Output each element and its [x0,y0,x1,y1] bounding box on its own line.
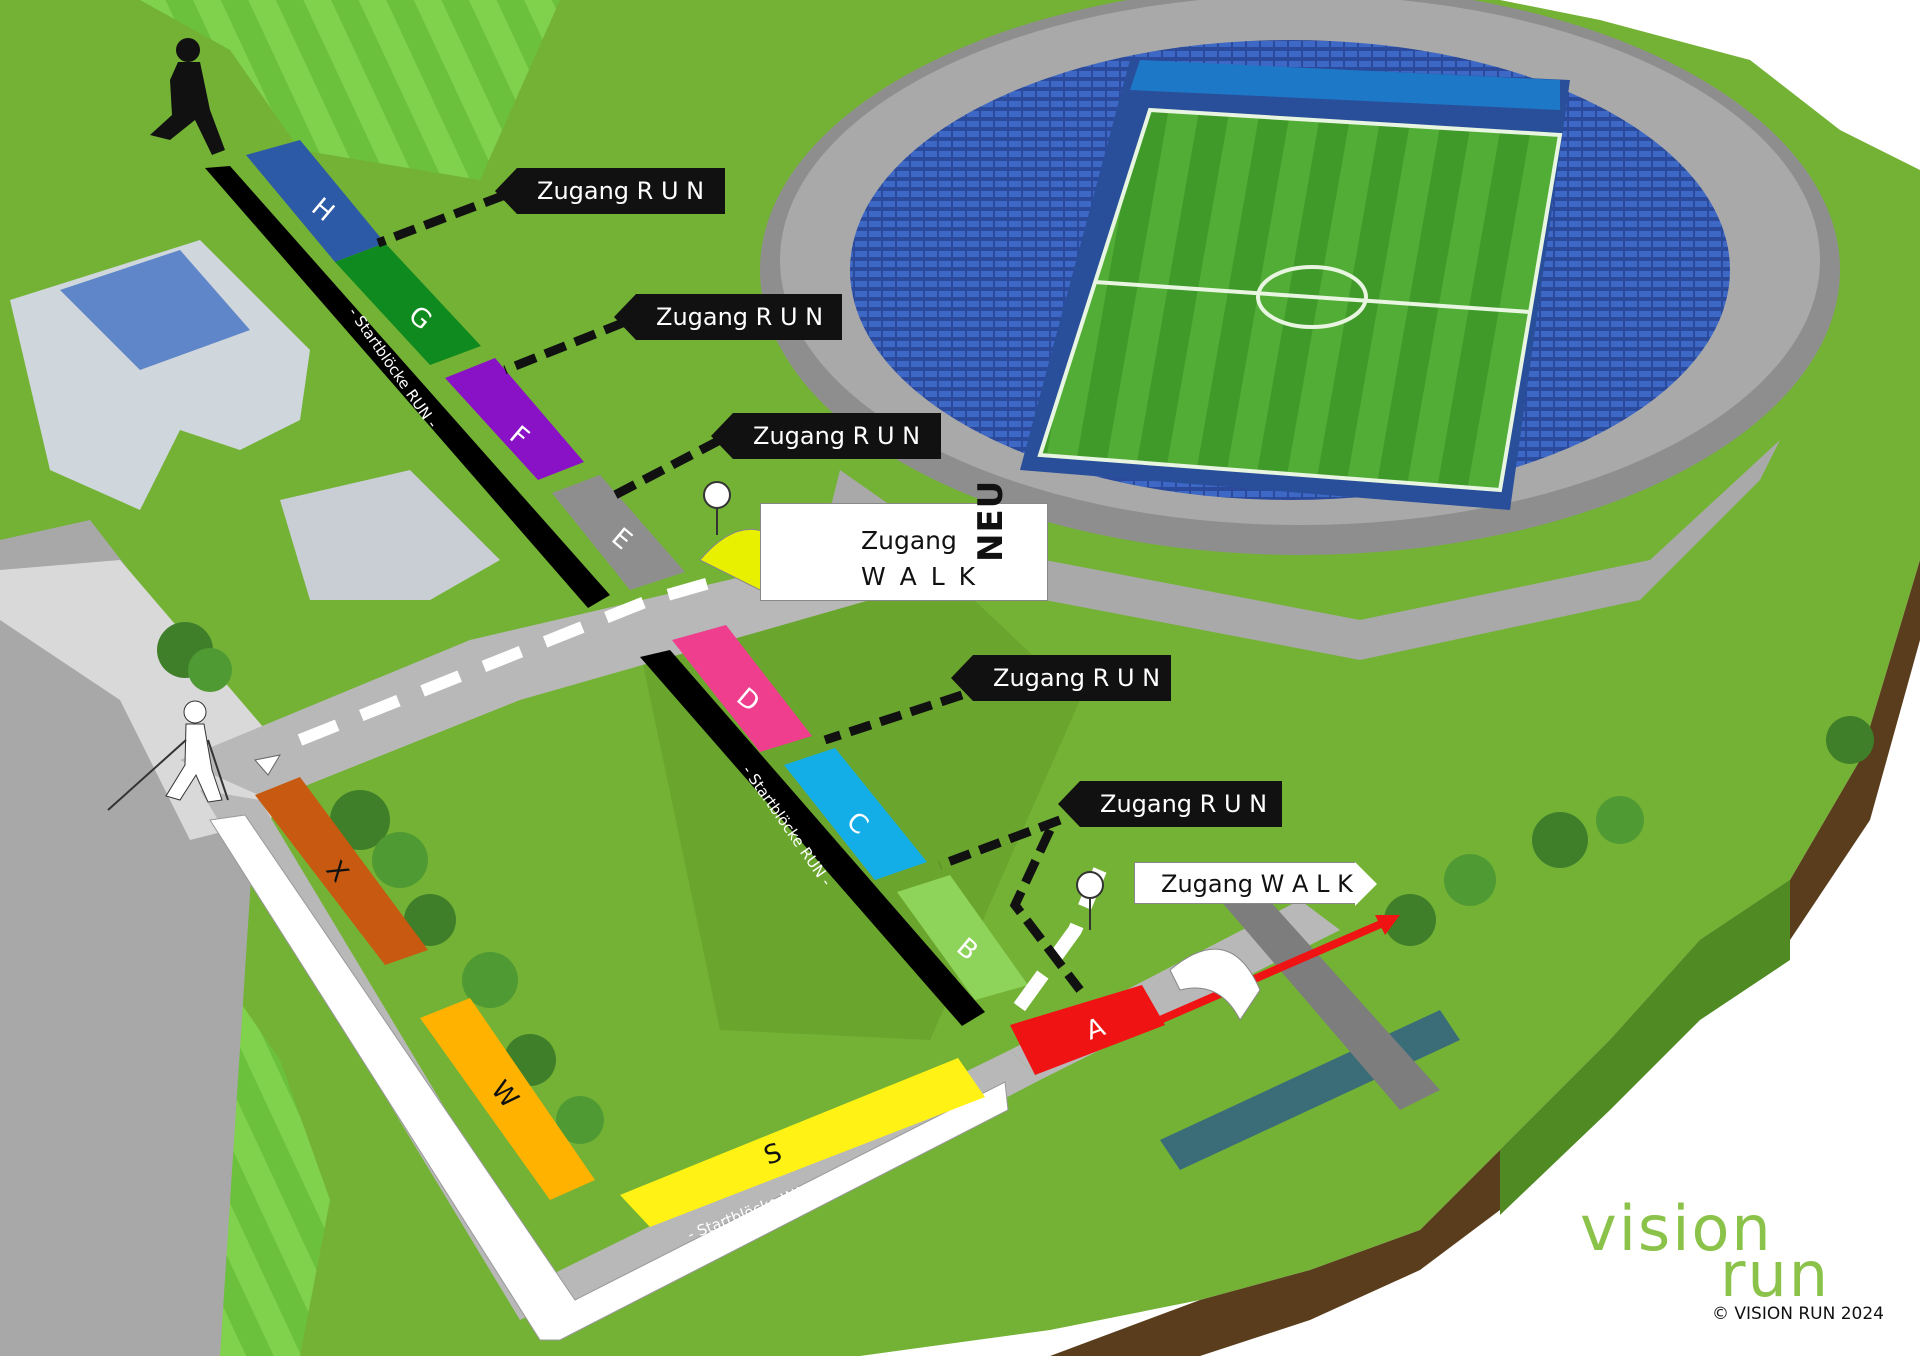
logo-line-run: run [1720,1238,1831,1311]
logo-line-vision: vision [1580,1192,1773,1265]
zugang-walk-label: Zugang W A L K [1134,862,1377,906]
walk-start-blocks: X W S - Startblöcke WALK - - Startblöcke… [209,777,1009,1341]
zugang-run-label: Zugang R U N [495,168,725,214]
start-block-X [255,777,428,965]
start-block-E [552,475,685,590]
vision-run-logo: vision run [1580,1198,1880,1328]
zugang-walk-new-label: Zugang W A L K NEU [760,480,1048,601]
neu-badge: NEU [971,479,1011,562]
copyright: © VISION RUN 2024 [1712,1304,1884,1324]
zugang-run-label: Zugang R U N [711,413,941,459]
start-block-H [246,140,385,262]
run-start-blocks: H G F E D C B A - Startblöcke RUN - - St… [205,140,1165,1075]
zugang-run-label: Zugang R U N [951,655,1171,701]
run-access-arrows [376,190,1084,993]
start-block-D [672,625,812,752]
runner-icon [150,38,225,155]
stadium [760,0,1840,660]
start-block-G [335,243,481,365]
zugang-walk-line2: W A L K [861,562,978,591]
start-block-A [1010,985,1165,1075]
start-block-S [620,1058,985,1227]
start-block-C [784,748,927,880]
finish-arrow [1158,915,1400,1024]
walker-icon [107,700,229,811]
start-block-W [420,998,595,1200]
start-block-F [445,358,584,480]
zugang-walk-line1: Zugang [861,526,957,555]
zugang-run-label: Zugang R U N [1058,781,1282,827]
start-block-B [897,875,1028,1000]
zugang-run-label: Zugang R U N [614,294,842,340]
